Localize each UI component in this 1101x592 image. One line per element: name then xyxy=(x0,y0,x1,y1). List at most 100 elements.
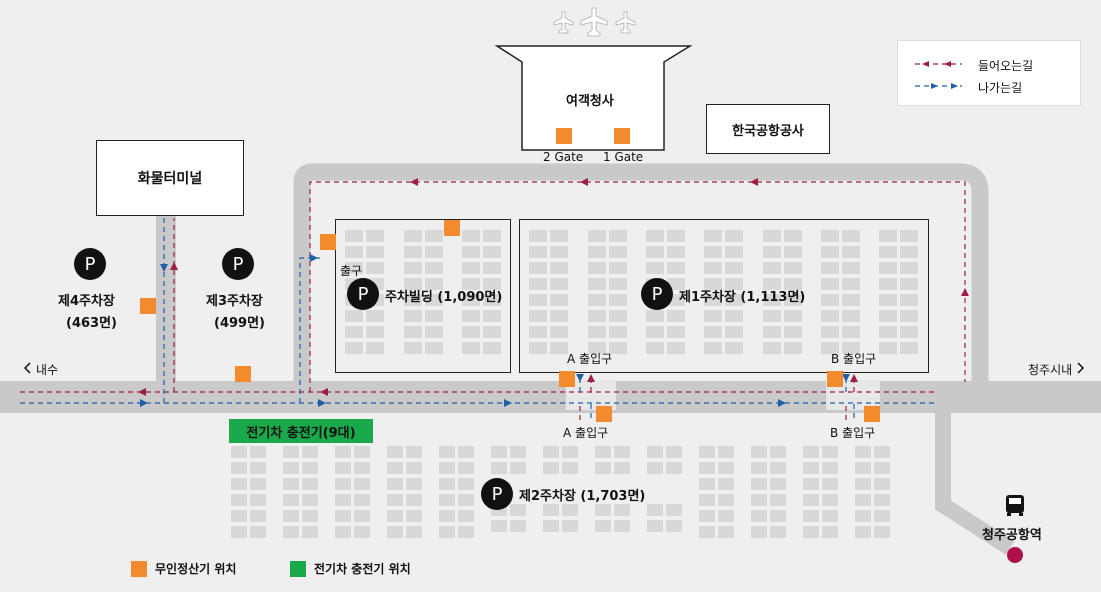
parking-space xyxy=(763,326,781,338)
parking-space xyxy=(821,294,839,306)
parking-space xyxy=(879,230,897,242)
gate-a-top: A 출입구 xyxy=(567,352,613,366)
parking-space xyxy=(250,462,266,474)
parking-space xyxy=(704,230,722,242)
parking-space xyxy=(855,494,871,506)
parking-space xyxy=(704,294,722,306)
kiosk-marker xyxy=(320,234,336,250)
parking-space xyxy=(366,342,384,354)
parking-space xyxy=(387,462,403,474)
parking-space xyxy=(725,342,743,354)
parking-space xyxy=(425,230,443,242)
parking-space xyxy=(404,310,422,322)
parking-space xyxy=(821,310,839,322)
parking-space xyxy=(879,294,897,306)
parking-space xyxy=(354,494,370,506)
parking-space xyxy=(784,262,802,274)
chevron-left-icon xyxy=(23,362,31,374)
parking-space xyxy=(462,294,480,306)
parking-building-area xyxy=(335,219,511,373)
parking-space xyxy=(588,294,606,306)
parking-space xyxy=(874,446,890,458)
parking-space xyxy=(510,462,526,474)
parking-space xyxy=(483,310,501,322)
parking-space xyxy=(483,262,501,274)
cargo-terminal: 화물터미널 xyxy=(96,140,244,216)
parking-space xyxy=(874,462,890,474)
parking-space xyxy=(842,230,860,242)
parking-space xyxy=(874,510,890,522)
parking-space xyxy=(231,494,247,506)
parking-space xyxy=(462,262,480,274)
lot4-spaces: (463면) xyxy=(66,316,117,331)
parking-space xyxy=(550,294,568,306)
parking-space xyxy=(250,446,266,458)
parking-space xyxy=(302,510,318,522)
kac-building: 한국공항공사 xyxy=(706,104,830,154)
parking-space xyxy=(588,278,606,290)
parking-space xyxy=(345,310,363,322)
parking-space xyxy=(646,246,664,258)
lot1-name: 제1주차장 (1,113면) xyxy=(679,290,806,305)
parking-space xyxy=(699,510,715,522)
parking-space xyxy=(609,230,627,242)
direction-right: 청주시내 xyxy=(1028,363,1073,377)
kiosk-legend-label: 무인정산기 위치 xyxy=(155,562,237,576)
parking-space xyxy=(704,326,722,338)
parking-space xyxy=(404,230,422,242)
parking-space xyxy=(588,326,606,338)
parking-space xyxy=(725,262,743,274)
parking-space xyxy=(821,230,839,242)
parking-space xyxy=(345,246,363,258)
parking-space xyxy=(404,262,422,274)
lot2-name: 제2주차장 (1,703면) xyxy=(519,489,646,504)
kiosk-swatch xyxy=(131,560,147,577)
parking-space xyxy=(803,478,819,490)
parking-p-icon: P xyxy=(347,278,379,310)
parking-space xyxy=(718,510,734,522)
parking-space xyxy=(763,262,781,274)
parking-space xyxy=(404,246,422,258)
parking-space xyxy=(704,246,722,258)
kiosk-marker xyxy=(827,371,843,387)
parking-space xyxy=(614,446,630,458)
parking-space xyxy=(335,510,351,522)
parking-space xyxy=(647,446,663,458)
parking-space xyxy=(763,278,781,290)
parking-space xyxy=(550,326,568,338)
parking-space xyxy=(283,462,299,474)
parking-space xyxy=(725,326,743,338)
parking-space xyxy=(900,326,918,338)
parking-space xyxy=(335,446,351,458)
kiosk-legend: 무인정산기 위치 xyxy=(131,560,236,577)
parking-space xyxy=(751,510,767,522)
main-road xyxy=(0,381,1101,413)
parking-space xyxy=(543,520,559,532)
parking-space xyxy=(646,262,664,274)
parking-space xyxy=(718,494,734,506)
parking-space xyxy=(404,326,422,338)
parking-space xyxy=(770,510,786,522)
parking-space xyxy=(699,526,715,538)
parking-space xyxy=(855,526,871,538)
parking-space xyxy=(283,446,299,458)
kiosk-marker xyxy=(559,371,575,387)
parking-space xyxy=(855,510,871,522)
parking-space xyxy=(718,478,734,490)
parking-space xyxy=(335,494,351,506)
kiosk-marker xyxy=(235,366,251,382)
parking-space xyxy=(855,446,871,458)
loop-road xyxy=(293,163,989,383)
parking-space xyxy=(543,446,559,458)
parking-p-icon: P xyxy=(481,478,513,510)
parking-space xyxy=(609,342,627,354)
parking-space xyxy=(366,230,384,242)
parking-space xyxy=(609,262,627,274)
parking-space xyxy=(462,230,480,242)
parking-space xyxy=(354,446,370,458)
parking-space xyxy=(354,462,370,474)
parking-space xyxy=(439,462,455,474)
parking-space xyxy=(588,342,606,354)
parking-space xyxy=(874,526,890,538)
parking-space xyxy=(763,230,781,242)
